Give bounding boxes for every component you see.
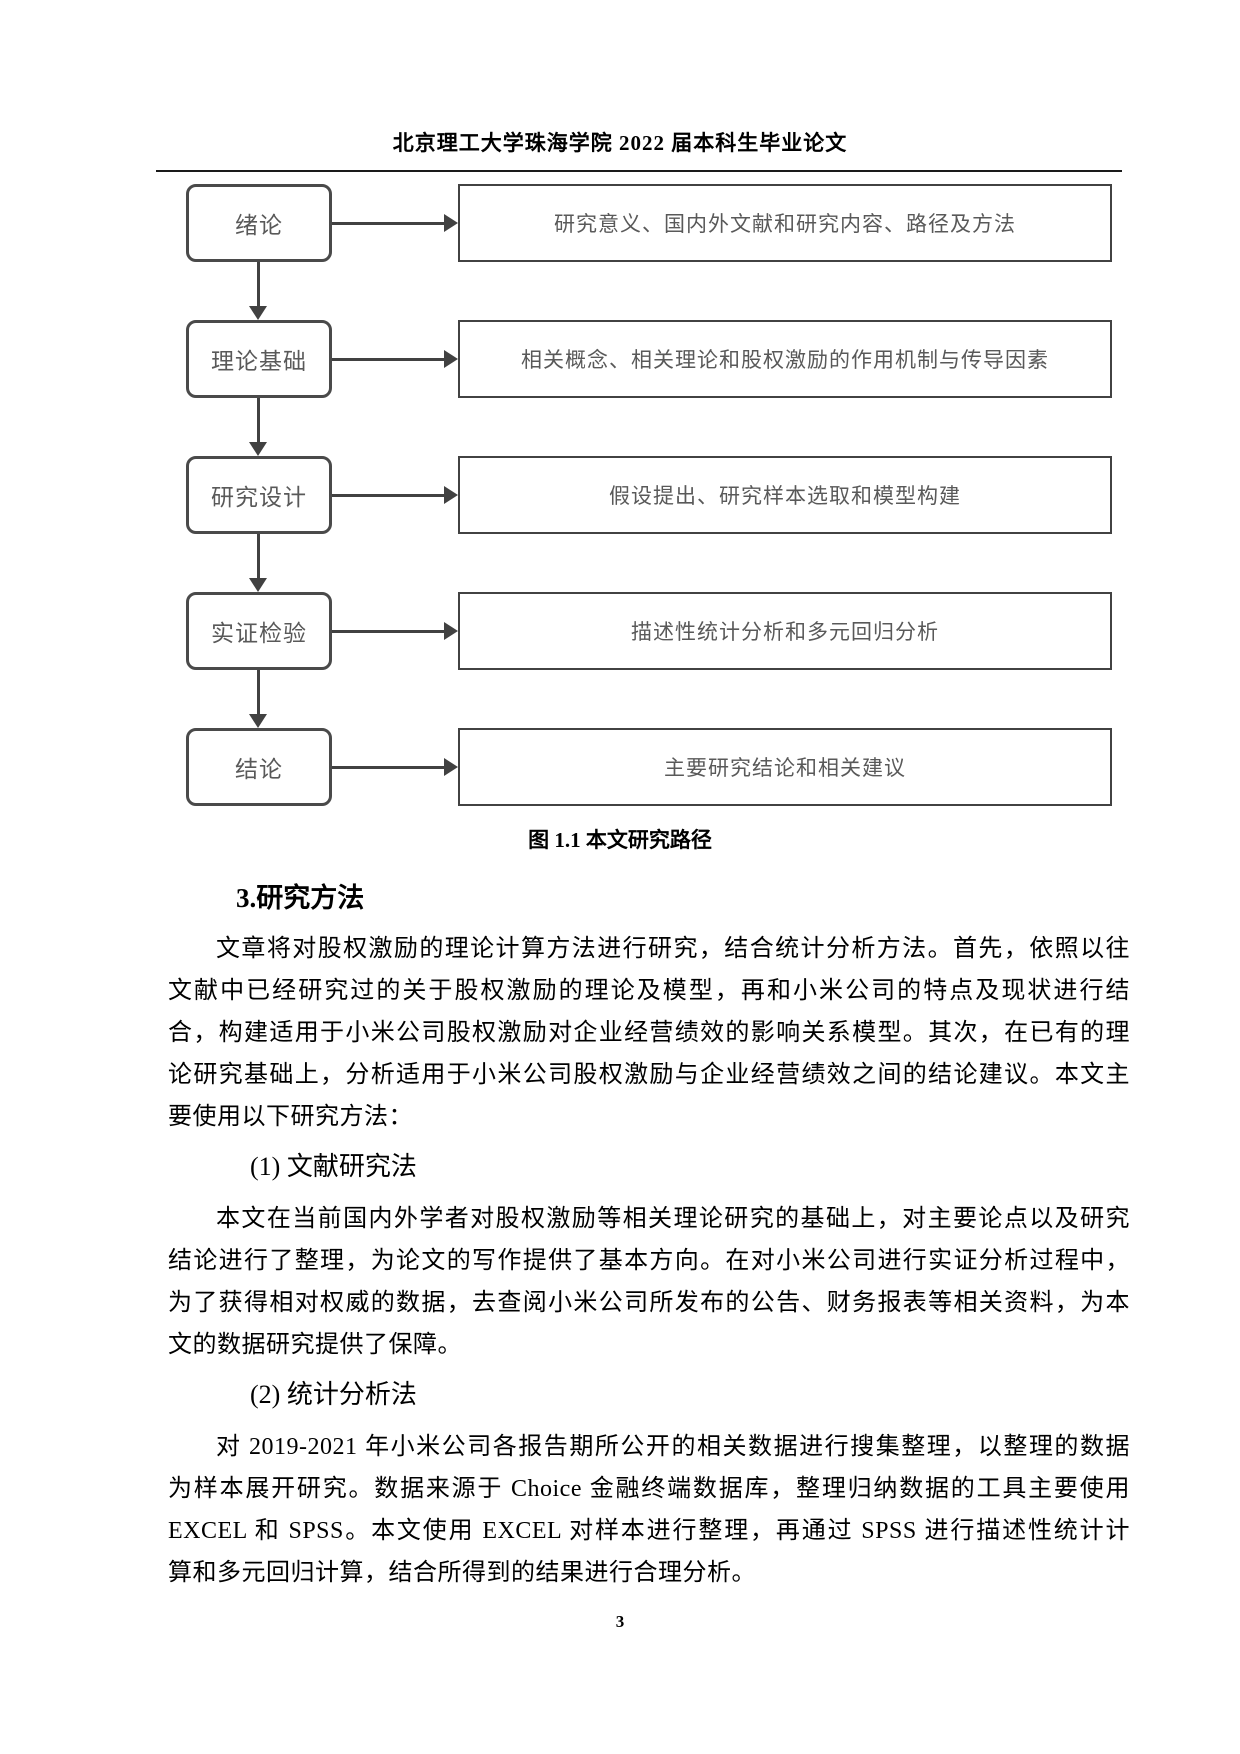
paragraph-line: 合，构建适用于小米公司股权激励对企业经营绩效的影响关系模型。其次，在已有的理 [168, 1020, 1130, 1046]
method2-paragraph: 对 2019-2021 年小米公司各报告期所公开的相关数据进行搜集整理，以整理的… [168, 1426, 1130, 1594]
flow-stage-box: 结论 [186, 728, 332, 806]
page-number: 3 [615, 1612, 625, 1631]
paragraph-line: 结论进行了整理，为论文的写作提供了基本方向。在对小米公司进行实证分析过程中， [168, 1248, 1130, 1274]
flow-stage-box: 绪论 [186, 184, 332, 262]
paragraph-line: 为了获得相对权威的数据，去查阅小米公司所发布的公告、财务报表等相关资料，为本 [168, 1290, 1130, 1316]
arrow-down-icon [186, 262, 1112, 320]
intro-paragraph: 文章将对股权激励的理论计算方法进行研究，结合统计分析方法。首先，依照以往 文献中… [168, 928, 1130, 1138]
arrow-right-icon [332, 728, 458, 806]
method1-paragraph: 本文在当前国内外学者对股权激励等相关理论研究的基础上，对主要论点以及研究 结论进… [168, 1198, 1130, 1366]
paragraph-line: 文章将对股权激励的理论计算方法进行研究，结合统计分析方法。首先，依照以往 [216, 936, 1130, 962]
flow-row-1: 绪论 研究意义、国内外文献和研究内容、路径及方法 [186, 184, 1112, 262]
header-rule [156, 170, 1122, 172]
method2-heading: (2) 统计分析法 [250, 1380, 417, 1409]
arrow-right-icon [332, 592, 458, 670]
flow-detail-box: 主要研究结论和相关建议 [458, 728, 1112, 806]
arrow-right-icon [332, 456, 458, 534]
content-column: 3.研究方法 文章将对股权激励的理论计算方法进行研究，结合统计分析方法。首先，依… [0, 880, 1240, 1594]
research-path-flowchart: 绪论 研究意义、国内外文献和研究内容、路径及方法 理论基础 相关概念、相关理论和… [186, 184, 1112, 806]
header-title: 北京理工大学珠海学院 2022 届本科生毕业论文 [392, 131, 848, 155]
paragraph-line: 文的数据研究提供了保障。 [168, 1332, 462, 1358]
flow-stage-box: 研究设计 [186, 456, 332, 534]
flow-detail-box: 假设提出、研究样本选取和模型构建 [458, 456, 1112, 534]
paragraph-line: 文献中已经研究过的关于股权激励的理论及模型，再和小米公司的特点及现状进行结 [168, 978, 1130, 1004]
flow-row-4: 实证检验 描述性统计分析和多元回归分析 [186, 592, 1112, 670]
paragraph-line: 算和多元回归计算，结合所得到的结果进行合理分析。 [168, 1560, 756, 1586]
paragraph-line: 论研究基础上，分析适用于小米公司股权激励与企业经营绩效之间的结论建议。本文主 [168, 1062, 1130, 1088]
paragraph-line: 要使用以下研究方法： [168, 1104, 413, 1130]
paragraph-line: 本文在当前国内外学者对股权激励等相关理论研究的基础上，对主要论点以及研究 [216, 1206, 1130, 1232]
paragraph-line: 对 2019-2021 年小米公司各报告期所公开的相关数据进行搜集整理，以整理的… [216, 1434, 1130, 1460]
flow-row-2: 理论基础 相关概念、相关理论和股权激励的作用机制与传导因素 [186, 320, 1112, 398]
paragraph-line: 为样本展开研究。数据来源于 Choice 金融终端数据库，整理归纳数据的工具主要… [168, 1476, 1130, 1502]
content-column: 绪论 研究意义、国内外文献和研究内容、路径及方法 理论基础 相关概念、相关理论和… [0, 184, 1240, 806]
flow-row-5: 结论 主要研究结论和相关建议 [186, 728, 1112, 806]
flow-stage-box: 理论基础 [186, 320, 332, 398]
flow-row-3: 研究设计 假设提出、研究样本选取和模型构建 [186, 456, 1112, 534]
arrow-down-icon [186, 670, 1112, 728]
flow-detail-box: 相关概念、相关理论和股权激励的作用机制与传导因素 [458, 320, 1112, 398]
arrow-right-icon [332, 320, 458, 398]
flow-detail-box: 研究意义、国内外文献和研究内容、路径及方法 [458, 184, 1112, 262]
figure-caption: 图 1.1 本文研究路径 [528, 828, 712, 852]
arrow-down-icon [186, 398, 1112, 456]
method1-heading: (1) 文献研究法 [250, 1152, 417, 1181]
arrow-right-icon [332, 184, 458, 262]
section-heading: 3.研究方法 [236, 883, 365, 913]
flow-stage-box: 实证检验 [186, 592, 332, 670]
arrow-down-icon [186, 534, 1112, 592]
paragraph-line: EXCEL 和 SPSS。本文使用 EXCEL 对样本进行整理，再通过 SPSS… [168, 1518, 1130, 1544]
flow-detail-box: 描述性统计分析和多元回归分析 [458, 592, 1112, 670]
